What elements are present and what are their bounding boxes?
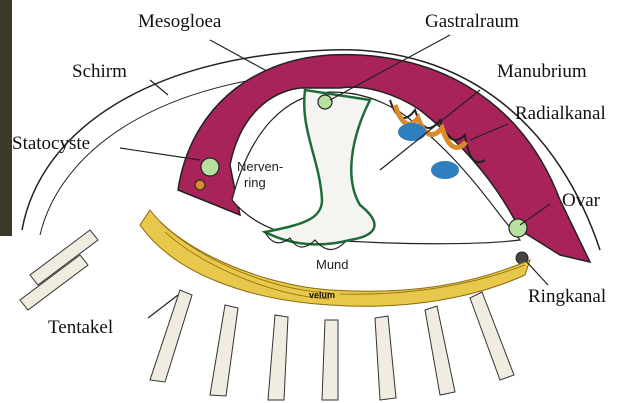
tentakel-group: [20, 230, 514, 400]
label-mesogloea: Mesogloea: [138, 12, 221, 31]
label-statocyste: Statocyste: [12, 134, 90, 153]
gastralraum-dot: [318, 95, 332, 109]
label-ovar: Ovar: [562, 191, 600, 210]
label-velum: velum: [309, 290, 335, 300]
leader-mesogloea: [210, 40, 265, 70]
label-radialkanal: Radialkanal: [515, 104, 606, 123]
tentakel-2: [210, 305, 238, 396]
tentakel-4: [322, 320, 338, 400]
statocyste-shape: [201, 158, 219, 176]
label-manubrium: Manubrium: [497, 62, 587, 81]
label-ringkanal: Ringkanal: [528, 287, 606, 306]
tentakel-5: [375, 316, 396, 400]
ovar-blob-2: [431, 161, 459, 179]
label-nervenring-line2: ring: [244, 176, 266, 190]
ovar-blob-1: [398, 123, 426, 141]
tentakel-7: [470, 292, 514, 380]
tentakel-6: [425, 306, 455, 395]
nervenring-dot: [195, 180, 205, 190]
label-mund: Mund: [316, 258, 349, 272]
label-gastralraum: Gastralraum: [425, 12, 519, 31]
leader-ringkanal: [525, 260, 548, 285]
label-nervenring-line1: Nerven-: [237, 160, 283, 174]
label-tentakel: Tentakel: [48, 318, 113, 337]
label-schirm: Schirm: [72, 62, 127, 81]
tentakel-1: [150, 290, 192, 382]
tentakel-3: [268, 315, 288, 400]
